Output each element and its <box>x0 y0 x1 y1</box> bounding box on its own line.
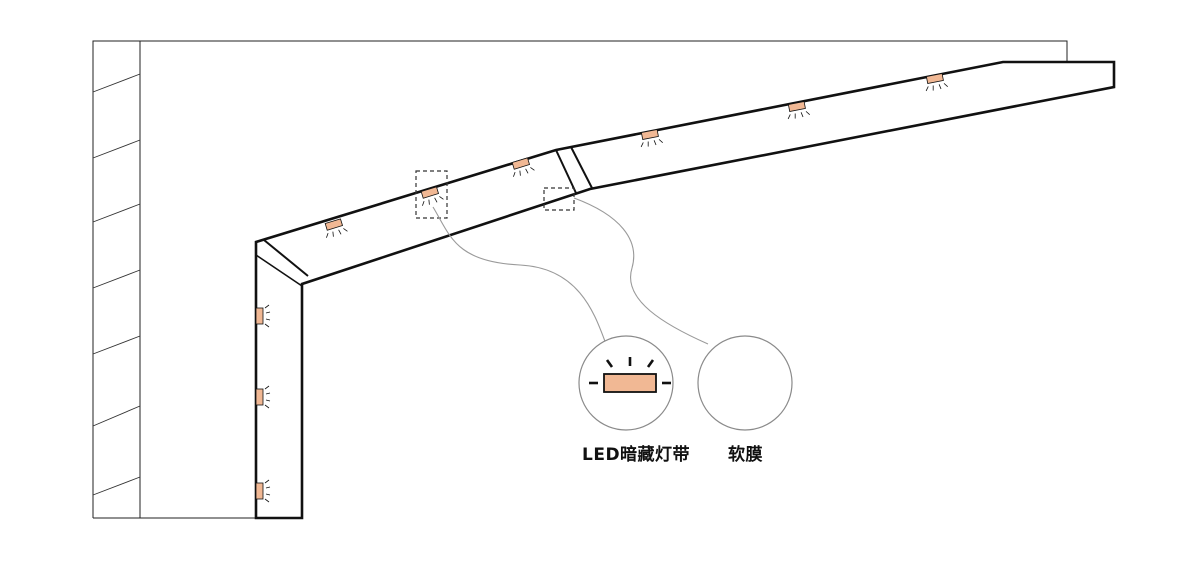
light-rays-icon <box>589 357 671 385</box>
film-callout-circle <box>697 335 793 431</box>
soft-film-label: 软膜 <box>728 445 763 465</box>
wall <box>92 40 1068 519</box>
led-strip-label: LED暗藏灯带 <box>582 445 691 465</box>
middle-joint-b <box>570 146 593 189</box>
corner-joint-left <box>263 239 309 277</box>
led-strip-vertical <box>255 479 271 503</box>
detail-boxes <box>415 170 575 219</box>
led-strip <box>925 73 948 92</box>
led-leader-line <box>432 206 607 345</box>
trough-outline <box>254 60 1116 520</box>
film-callout <box>697 335 793 431</box>
led-strip <box>324 218 348 238</box>
wall-hatching <box>92 73 141 496</box>
led-strips <box>255 73 948 503</box>
led-detail-box <box>415 170 448 219</box>
film-leader-line <box>573 197 709 345</box>
corner-joint-bottom <box>255 254 303 287</box>
led-strip <box>787 101 810 120</box>
led-strip-vertical <box>255 304 271 328</box>
led-strip <box>640 129 663 148</box>
led-strip-icon <box>603 373 657 393</box>
led-strip <box>420 186 444 206</box>
middle-joint-a <box>555 149 577 194</box>
light-trough <box>254 60 1116 520</box>
led-strip <box>511 157 535 177</box>
led-strip-vertical <box>255 385 271 409</box>
film-detail-box <box>543 187 575 211</box>
led-callout <box>578 335 674 431</box>
wall-outline <box>92 40 1068 518</box>
leader-lines <box>432 197 709 345</box>
